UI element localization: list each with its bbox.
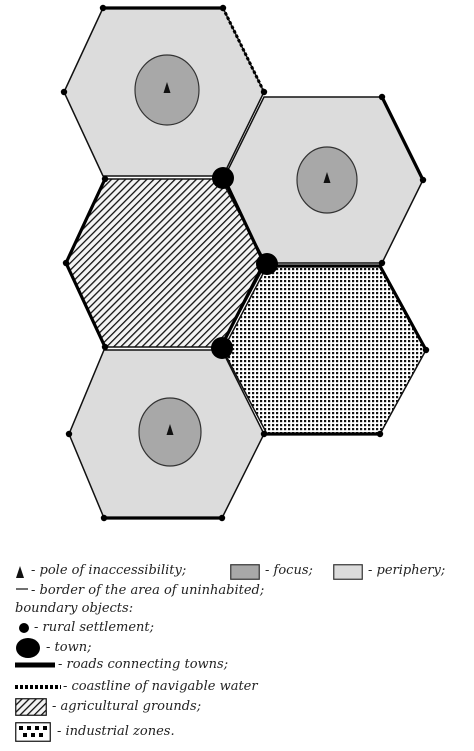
pole-of-inaccessibility-icon [166, 424, 174, 435]
legend-border-line [16, 588, 28, 590]
rural-settlement-icon [378, 259, 386, 267]
legend-focus-label: - focus; [265, 563, 313, 578]
legend-rural-icon [19, 623, 29, 633]
rural-settlement-icon [100, 514, 108, 522]
rural-settlement-icon [60, 88, 68, 96]
town-icon [212, 167, 234, 189]
pole-of-inaccessibility-icon [163, 82, 171, 93]
legend-town-label: - town; [46, 640, 92, 655]
rural-settlement-icon [260, 430, 268, 438]
legend: - pole of inaccessibility; - focus; - pe… [0, 548, 474, 751]
legend-rural-label: - rural settlement; [34, 620, 155, 635]
legend-border-label: - border of the area of uninhabited; [31, 583, 265, 598]
legend-focus-swatch [230, 564, 260, 580]
hexagon-diagram [60, 4, 430, 522]
legend-roads-label: - roads connecting towns; [58, 657, 229, 672]
rural-settlement-icon [219, 4, 227, 12]
legend-agricultural-label: - agricultural grounds; [52, 699, 202, 714]
rural-settlement-icon [99, 4, 107, 12]
legend-coastline-line [15, 685, 61, 689]
legend-boundary-heading: boundary objects: [15, 601, 134, 616]
legend-pole-icon [16, 566, 24, 578]
rural-settlement-icon [422, 346, 430, 354]
rural-settlement-icon [260, 88, 268, 96]
towns [211, 167, 278, 359]
rural-settlement-icon [378, 93, 386, 101]
rural-settlement-icon [218, 514, 226, 522]
coastline-line [221, 7, 266, 93]
legend-agricultural-swatch [15, 698, 47, 716]
road-lines [64, 6, 428, 520]
legend-pole-label: - pole of inaccessibility; [31, 563, 187, 578]
rural-settlement-icon [419, 176, 427, 184]
legend-industrial-swatch [15, 722, 51, 742]
rural-settlement-icon [62, 259, 70, 267]
town-icon [211, 337, 233, 359]
legend-town-icon [16, 638, 40, 658]
legend-periphery-swatch [333, 564, 363, 580]
legend-industrial-label: - industrial zones. [57, 724, 175, 739]
rural-settlement-icon [101, 343, 109, 351]
pole-of-inaccessibility-icon [323, 172, 331, 183]
town-icon [256, 253, 278, 275]
rural-settlement-icon [101, 175, 109, 183]
rural-settlement-icon [376, 430, 384, 438]
rural-settlements [60, 4, 430, 522]
legend-periphery-label: - periphery; [368, 563, 446, 578]
rural-settlement-icon [65, 430, 73, 438]
legend-roads-line [15, 662, 55, 668]
legend-coastline-label: - coastline of navigable water [63, 679, 258, 694]
